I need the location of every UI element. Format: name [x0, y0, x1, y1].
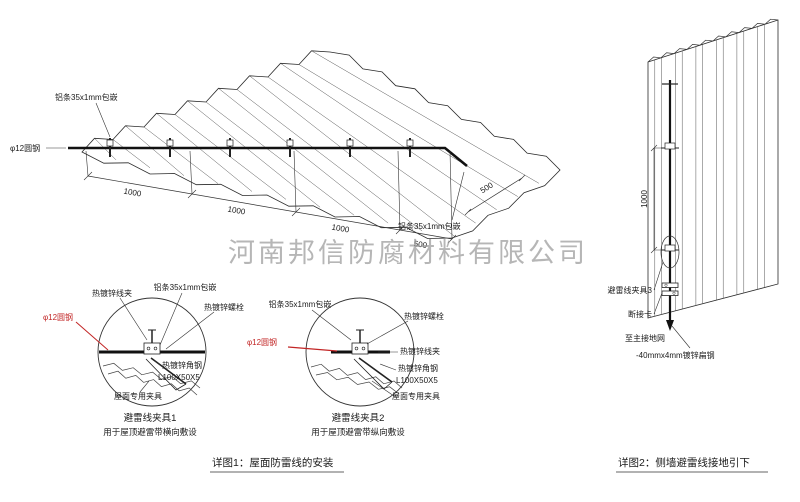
detail2-fixture-label: 屋面专用夹具: [392, 391, 440, 401]
clamp-body-1: [143, 342, 161, 355]
down-arrow: [666, 320, 674, 331]
wire-clamps-row: [106, 138, 414, 157]
corrugated-wall-outline: [647, 19, 779, 319]
wall-leader-lines: [653, 261, 691, 349]
wall-top-profile: [647, 18, 779, 63]
dim-500: 500: [413, 239, 428, 250]
detail1-red-leader: [75, 321, 109, 351]
clamp-bolt-1b: [153, 346, 158, 351]
wire-clamp: [406, 138, 414, 157]
wall-elevation-view: 1000 避雷线夹具3 断接卡 至主接地网 -40mmx4mm镀锌扁钢: [608, 18, 779, 360]
wire-clamp: [166, 138, 174, 157]
detail-view-clamp2: 铝条35x1mm包嵌 热镀锌螺栓 φ12圆钢 热镀锌线夹 热镀锌角钢 L100X…: [247, 297, 444, 437]
detail1-bolt-label: 热镀锌螺栓: [204, 302, 244, 312]
clamp-bolt-2a: [354, 346, 359, 351]
detail-view-clamp1: 热镀锌线夹 铝条35x1mm包嵌 热镀锌螺栓 φ12圆钢 热镀锌角钢 L100X…: [43, 282, 244, 437]
roof-strip-label-top: 铝条35x1mm包嵌: [55, 92, 118, 102]
detail2-angle-label: 热镀锌角钢: [398, 363, 438, 373]
roof-dimension-line: [87, 174, 526, 240]
corrugated-roof-outline: [81, 50, 561, 239]
detail1-strip-label: 铝条35x1mm包嵌: [154, 282, 217, 292]
detail1-round-steel-label: φ12圆钢: [43, 312, 73, 322]
angle-steel-2: [358, 357, 393, 383]
detail1-leader-lines: [119, 292, 215, 393]
roof-sheet-profile-1b: [107, 370, 198, 396]
roof-isometric-view: 铝条35x1mm包嵌 φ12圆钢 铝条35x1mm包嵌 1000 1000 10…: [10, 50, 561, 250]
wall-ground-label: 至主接地网: [625, 333, 665, 343]
roof-leader-lines: [46, 102, 465, 221]
clamp-bolt-1a: [146, 346, 151, 351]
detail2-red-leader: [287, 346, 338, 352]
company-watermark: 河南邦信防腐材料有限公司: [228, 238, 588, 268]
detail1-angle-spec: L100X50X5: [158, 373, 200, 382]
detail2-clip-label: 热镀锌线夹: [400, 346, 440, 356]
clamp-body-2: [351, 342, 369, 355]
clamp-callout-ellipse: [660, 235, 680, 269]
detail1-clip-label: 热镀锌线夹: [92, 288, 132, 298]
detail2-subtitle: 用于屋顶避雷带纵向敷设: [311, 427, 405, 437]
wire-clamp: [346, 138, 354, 157]
wire-clamp: [106, 138, 114, 157]
detail1-angle-label: 热镀锌角钢: [162, 360, 202, 370]
roof-dimension-ticks: [83, 150, 457, 244]
conductor-clamp-lower: [660, 235, 680, 269]
lightning-wire: [68, 146, 468, 168]
roof-sheet-profile-2a: [310, 363, 403, 389]
wire-clamp: [226, 138, 234, 157]
dim-1000-b: 1000: [227, 205, 247, 217]
detail2-leader-lines: [311, 309, 409, 397]
detail2-title: 避雷线夹具2: [332, 412, 385, 424]
detail2-strip-label: 铝条35x1mm包嵌: [269, 299, 332, 309]
wall-dim-1000: 1000: [640, 190, 649, 208]
wall-flat-steel-label: -40mmx4mm镀锌扁钢: [636, 350, 715, 360]
wall-clamp3-label: 避雷线夹具3: [608, 285, 653, 295]
angle-steel-1-flange: [145, 358, 187, 391]
clamp-bolt-2b: [361, 346, 366, 351]
dim-1000-a: 1000: [123, 187, 143, 199]
detail1-title: 避雷线夹具1: [124, 412, 177, 424]
wall-corrugation-lines: [654, 24, 765, 317]
captions: 详图1：屋面防雷线的安装 详图2：侧墙避雷线接地引下: [210, 456, 768, 473]
detail2-round-steel-label: φ12圆钢: [247, 337, 277, 347]
wire-clamp: [286, 138, 294, 157]
detail1-fixture-label: 屋面专用夹具: [114, 391, 162, 401]
wall-dimension: [650, 144, 662, 254]
wall-disconnect-label: 断接卡: [628, 309, 652, 319]
dim-1000-c: 1000: [331, 223, 351, 235]
detail2-bolt-label: 热镀锌螺栓: [404, 311, 444, 321]
detail1-subtitle: 用于屋顶避雷带横向敷设: [103, 427, 197, 437]
conductor-clamp-upper: [661, 142, 679, 150]
caption-detail2: 详图2：侧墙避雷线接地引下: [618, 456, 750, 469]
detail2-angle-spec: L100X50X5: [396, 376, 438, 385]
caption-detail1: 详图1：屋面防雷线的安装: [212, 456, 334, 469]
roof-round-steel-label: φ12圆钢: [10, 143, 40, 153]
roof-strip-label-right: 铝条35x1mm包嵌: [398, 221, 461, 231]
